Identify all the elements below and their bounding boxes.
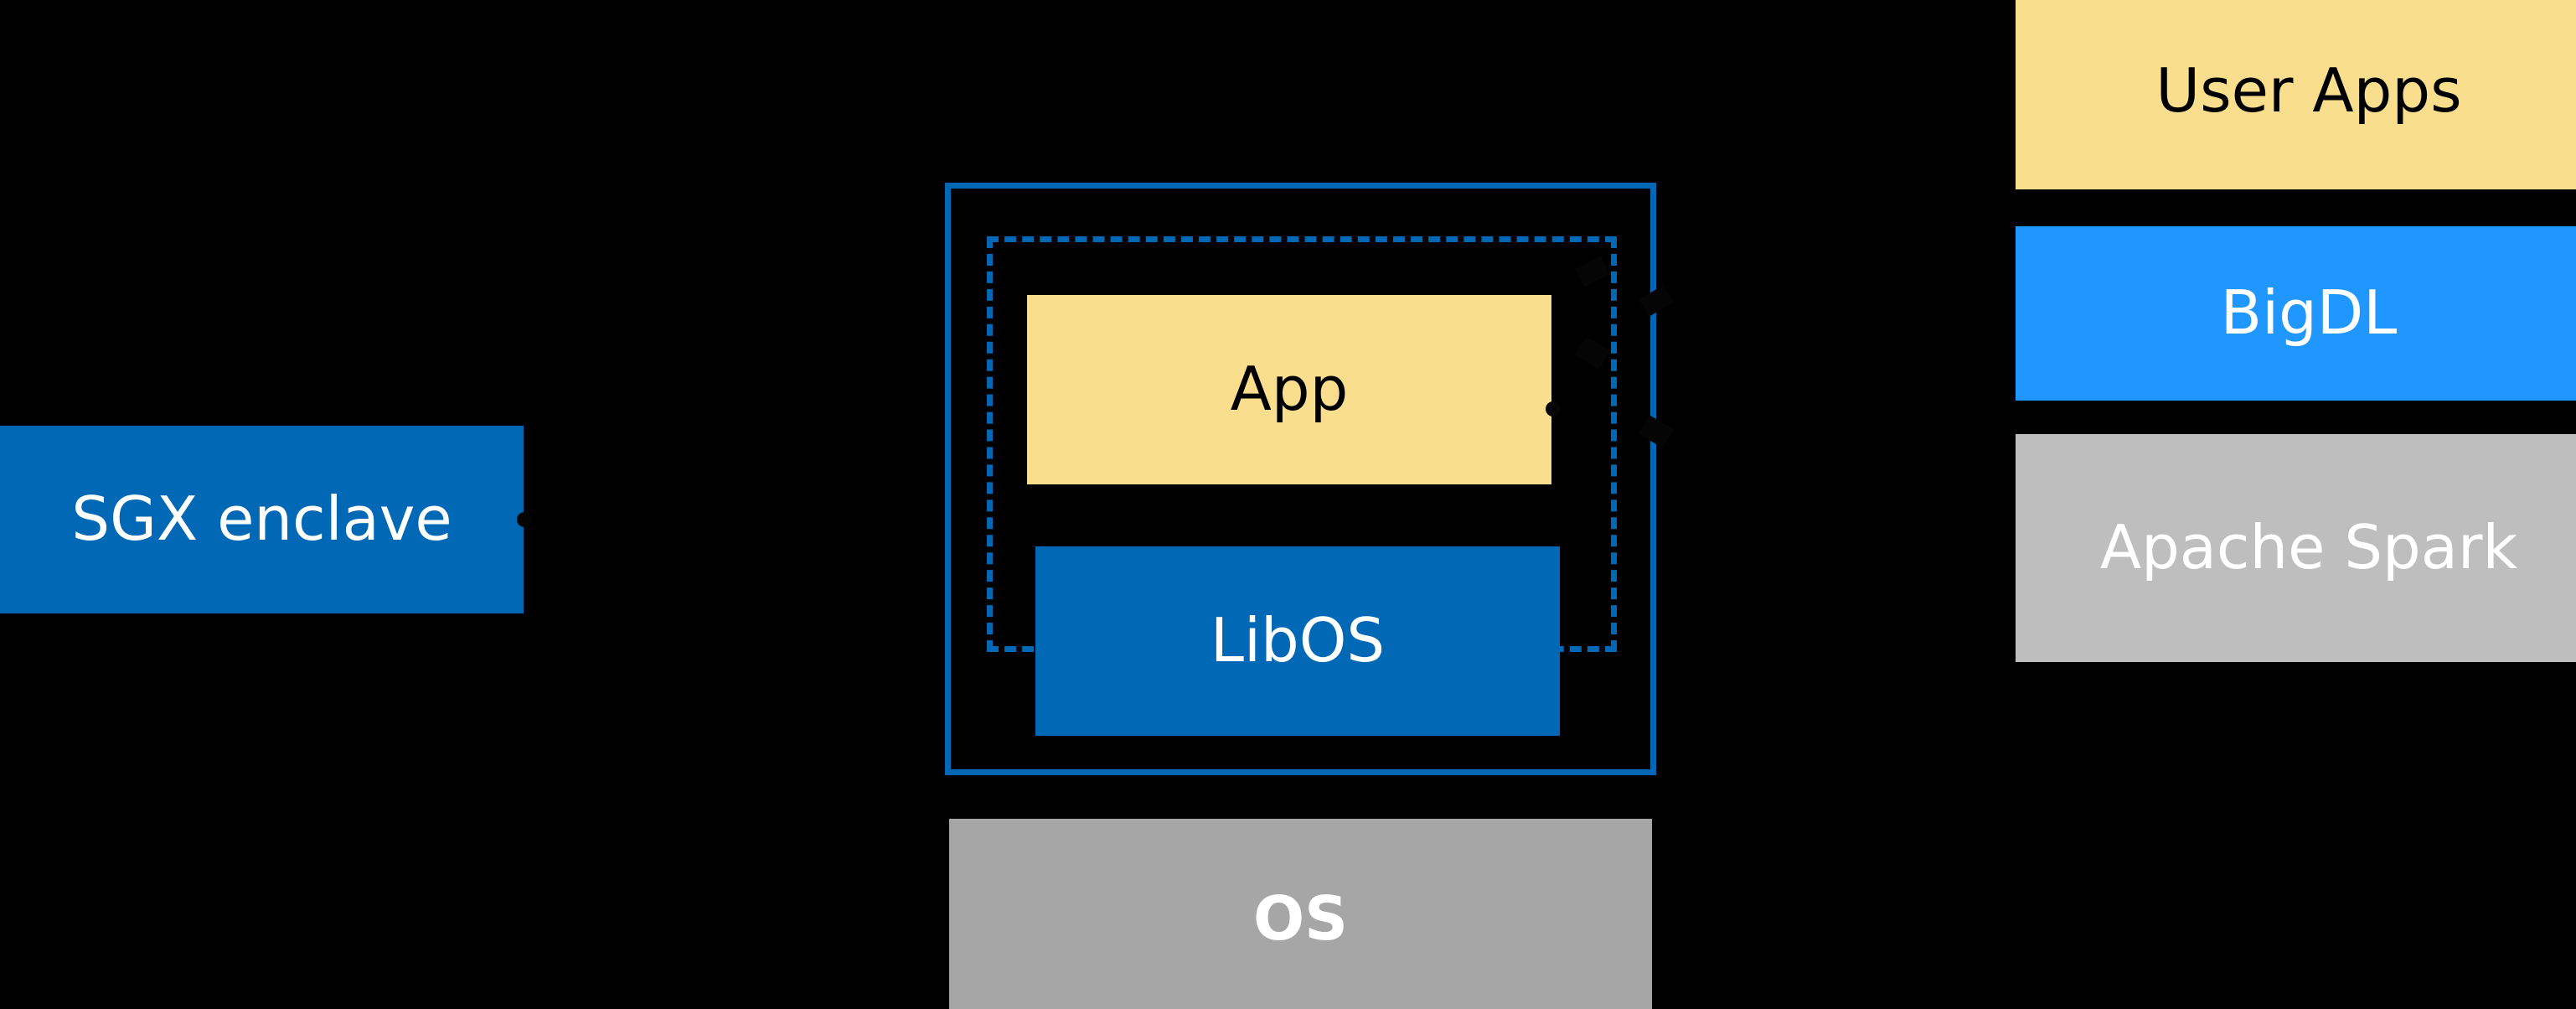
- libos-box: LibOS: [1035, 546, 1560, 736]
- libos-label: LibOS: [1210, 605, 1386, 676]
- app-label: App: [1230, 354, 1349, 425]
- app-box: App: [1027, 295, 1551, 484]
- os-label: OS: [1252, 883, 1349, 955]
- enclave-boundary-solid: [945, 183, 1656, 775]
- apache-spark-box: Apache Spark: [2016, 434, 2576, 662]
- user-apps-label: User Apps: [2155, 55, 2462, 127]
- bigdl-label: BigDL: [2220, 277, 2398, 349]
- apache-spark-label: Apache Spark: [2099, 512, 2518, 583]
- sgx-enclave-label: SGX enclave: [71, 484, 452, 555]
- sgx-enclave-connector-arrowhead: [517, 512, 532, 527]
- app-connector-arrowhead: [1546, 401, 1561, 417]
- os-box: OS: [949, 819, 1652, 1009]
- bigdl-box: BigDL: [2016, 226, 2576, 401]
- sgx-enclave-label-box: SGX enclave: [0, 426, 524, 613]
- user-apps-box: User Apps: [2016, 0, 2576, 189]
